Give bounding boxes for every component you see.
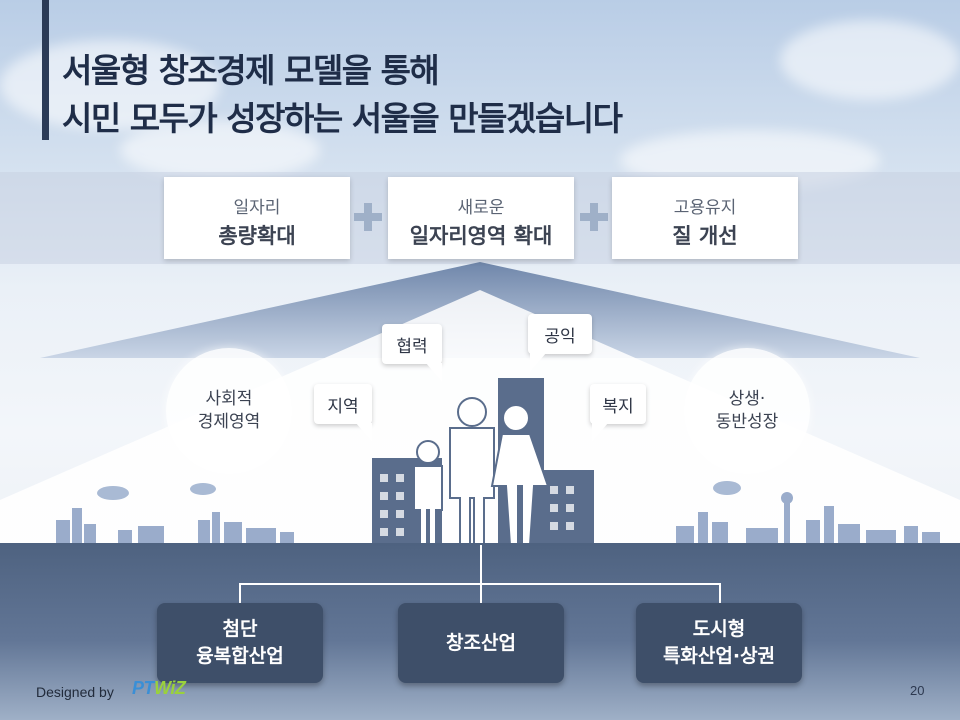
bubble-cooperation: 협력 [382, 324, 442, 364]
circle-line: 사회적 [205, 389, 253, 409]
page-title-line1: 서울형 창조경제 모델을 통해 [62, 51, 440, 90]
box-line: 창조산업 [446, 631, 516, 654]
box-line: 특화산업·상권 [662, 645, 776, 667]
circle-mutual-growth: 상생· 동반성장 [684, 348, 810, 474]
page-title-line2: 시민 모두가 성장하는 서울을 만들겠습니다 [62, 99, 623, 138]
box-urban-specialized: 도시형 특화산업·상권 [636, 603, 802, 683]
ptwiz-logo: PTWiZ [132, 678, 186, 699]
card-job-expansion: 일자리 총량확대 [164, 177, 350, 259]
skyline-right [676, 492, 940, 545]
family-icon [413, 397, 550, 546]
title-accent-bar [42, 0, 49, 140]
card-main: 질 개선 [672, 224, 738, 248]
circle-line: 상생· [728, 389, 766, 409]
cloud [0, 40, 220, 130]
bubble-welfare: 복지 [590, 384, 646, 424]
plus-icon [580, 203, 608, 231]
card-sub: 고용유지 [673, 198, 737, 218]
card-main: 총량확대 [218, 224, 296, 248]
bubble-public: 공익 [528, 314, 592, 354]
card-employment-quality: 고용유지 질 개선 [612, 177, 798, 259]
box-creative-industry: 창조산업 [398, 603, 564, 683]
card-sub: 새로운 [457, 198, 505, 218]
card-main: 일자리영역 확대 [409, 224, 553, 248]
card-sub: 일자리 [233, 198, 281, 218]
box-line: 융복합산업 [196, 645, 284, 667]
logo-part: PT [132, 678, 155, 698]
circle-social-economy: 사회적 경제영역 [166, 348, 292, 474]
logo-part: WiZ [154, 678, 186, 698]
cloud [780, 20, 960, 100]
plus-icon [354, 203, 382, 231]
building-windows [380, 474, 574, 536]
clouds [97, 481, 741, 500]
box-advanced-convergence: 첨단 융복합산업 [157, 603, 323, 683]
bubble-region: 지역 [314, 384, 372, 424]
page-number: 20 [910, 683, 925, 698]
designed-by-label: Designed by [36, 684, 114, 700]
cloud [120, 120, 320, 180]
box-line: 첨단 [222, 618, 258, 640]
box-line: 도시형 [692, 618, 746, 640]
circle-line: 동반성장 [715, 412, 779, 432]
circle-line: 경제영역 [197, 412, 261, 432]
card-new-job-area: 새로운 일자리영역 확대 [388, 177, 574, 259]
skyline-left [56, 508, 294, 545]
